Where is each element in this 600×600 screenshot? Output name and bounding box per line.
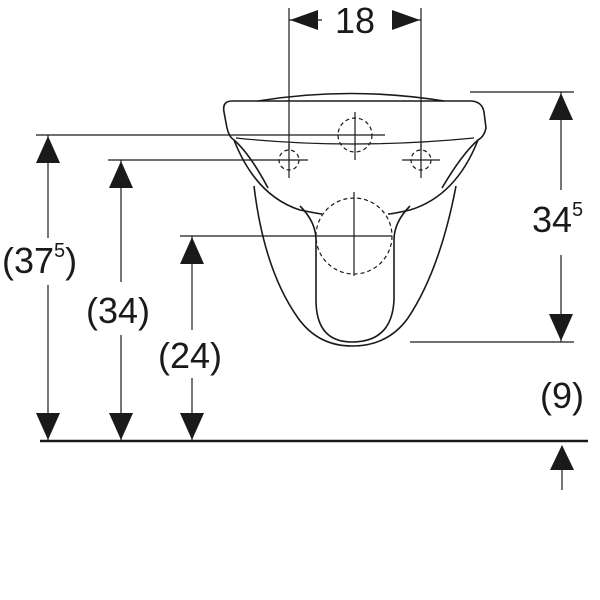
pedestal-inner — [299, 205, 411, 343]
left-mid-label: (34) — [86, 290, 150, 331]
rim-right-edge — [441, 100, 487, 189]
bowl-left-curve — [233, 139, 323, 215]
top-width-label: 18 — [335, 0, 375, 41]
left-inner-dimension: (24) — [158, 235, 316, 441]
right-height-dimension: 345 — [410, 91, 583, 343]
bowl-right-curve — [387, 139, 479, 215]
left-inner-label: (24) — [158, 335, 222, 376]
rim-left-edge — [222, 100, 269, 189]
left-mid-arrow-bottom — [109, 413, 133, 440]
left-outer-arrow-bottom — [36, 413, 60, 440]
rim-inner-line — [235, 137, 475, 145]
right-offset-label: (9) — [540, 375, 584, 416]
offset-arrow-up — [550, 445, 574, 470]
pedestal-outer — [253, 185, 457, 347]
top-width-dimension: 18 — [288, 0, 422, 150]
toilet-outline — [222, 92, 487, 347]
left-inner-arrow-top — [180, 237, 204, 264]
right-height-label: 345 — [532, 199, 583, 240]
right-arrow-bottom — [549, 314, 573, 341]
left-mid-arrow-top — [109, 161, 133, 188]
left-outer-label: (375) — [2, 240, 77, 281]
fixing-symbols — [270, 112, 440, 276]
left-outer-dimension: (375) — [2, 134, 325, 441]
left-mid-dimension: (34) — [86, 159, 270, 441]
left-outer-arrow-top — [36, 136, 60, 163]
right-offset-dimension: (9) — [540, 375, 584, 490]
top-arrow-left — [290, 10, 318, 30]
top-arrow-right — [392, 10, 420, 30]
left-inner-arrow-bottom — [180, 413, 204, 440]
right-arrow-top — [549, 93, 573, 120]
lid-arc — [257, 92, 445, 102]
